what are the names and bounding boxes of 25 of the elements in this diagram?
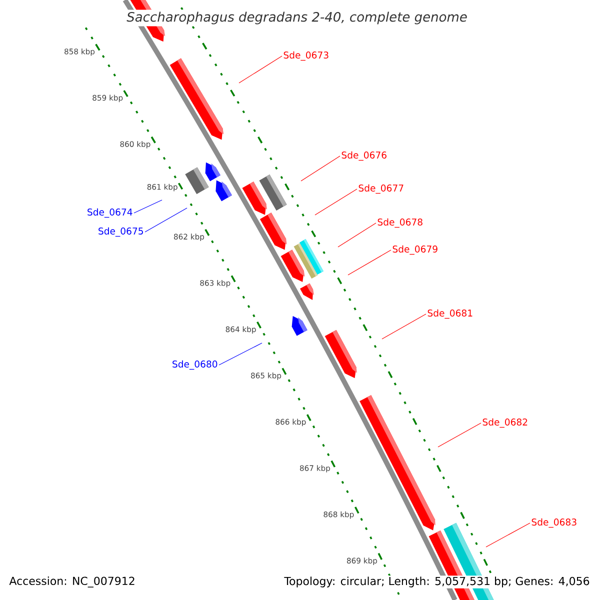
gene-label: Sde_0682 (482, 418, 528, 428)
leader-line (382, 314, 426, 340)
gene-label: Sde_0676 (342, 151, 386, 161)
leader-line (238, 56, 282, 84)
gene-label: Sde_0674 (88, 208, 132, 218)
leader-line (218, 342, 262, 366)
gene-label: Sde_0673 (284, 51, 328, 61)
leader-line (144, 208, 188, 232)
genome-info-text: Topology: circular; Length: 5,057,531 bp; Genes: 4,056 (283, 576, 591, 588)
leader-line (438, 422, 482, 448)
gene-label: Sde_0683 (532, 518, 576, 528)
accession-text: Accession: NC_007912 (8, 576, 136, 588)
leader-line (134, 200, 162, 214)
leader-line (486, 522, 530, 548)
gene-label: Sde_0680 (172, 360, 218, 370)
leader-line (338, 222, 376, 248)
gene-label: Sde_0679 (392, 245, 438, 255)
leader-line (348, 250, 392, 276)
gene-label: Sde_0681 (428, 309, 472, 319)
gene-label: Sde_0678 (378, 218, 422, 228)
title: Saccharophagus degradans 2-40, complete genome (124, 10, 470, 26)
leader-line (314, 188, 358, 216)
leader-line (300, 156, 340, 182)
gene-label: Sde_0675 (98, 227, 143, 237)
gene-label: Sde_0677 (358, 184, 404, 194)
